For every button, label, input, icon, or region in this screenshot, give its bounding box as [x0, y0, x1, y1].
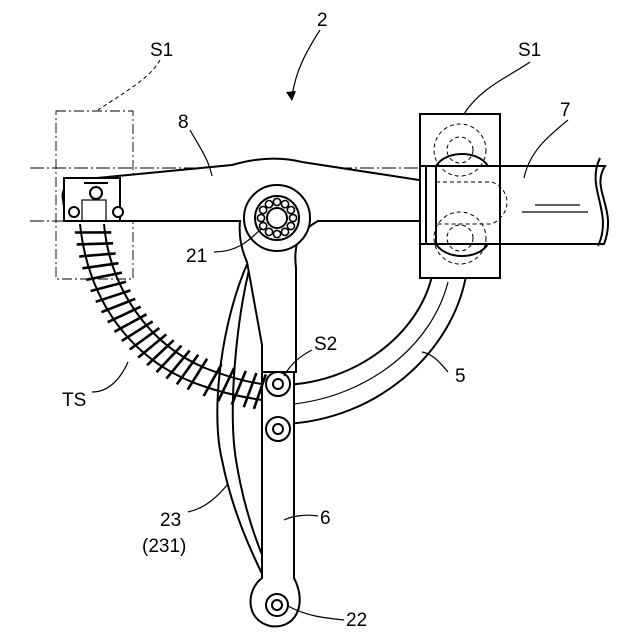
- bearing-ball: [273, 230, 280, 237]
- label-sensor-right: S1: [518, 40, 541, 61]
- leader-assembly-arrow: [286, 91, 296, 101]
- spring-coil: [138, 334, 166, 357]
- leader-curved-spring: [188, 484, 228, 512]
- pivot-hub: [244, 185, 310, 251]
- label-shaft: 7: [560, 100, 571, 121]
- label-curved-spring: 23: [160, 510, 181, 531]
- bearing-ball: [281, 201, 288, 208]
- leader-arc-member: [422, 352, 448, 372]
- sensor-s2-joint: [266, 372, 290, 396]
- spring-coil: [147, 340, 174, 365]
- bracket-pin-right: [113, 207, 123, 217]
- bearing-ball: [260, 206, 267, 213]
- spring-coil: [130, 328, 160, 349]
- leader-sensor-left: [98, 60, 160, 110]
- spring-coil: [244, 373, 257, 407]
- label-assembly: 2: [317, 10, 328, 31]
- bearing-ball: [289, 214, 296, 221]
- bearing-ball: [265, 201, 272, 208]
- bracket-pin-left: [69, 207, 79, 217]
- label-lower-pivot: 22: [346, 610, 367, 631]
- leader-torsion-spring: [92, 362, 128, 392]
- bearing-ball: [260, 222, 267, 229]
- leader-sensor-right: [464, 62, 530, 114]
- bearing-ball: [287, 222, 294, 229]
- spring-coil: [157, 346, 182, 373]
- label-second-sensor: S2: [314, 334, 337, 355]
- bearing-ball: [257, 214, 264, 221]
- label-curved-spring-sub: (231): [142, 536, 186, 557]
- label-bearing: 21: [186, 246, 207, 267]
- arc-link-joint: [266, 417, 290, 441]
- label-sensor-left: S1: [150, 40, 173, 61]
- bearing-ball: [273, 198, 280, 205]
- label-torsion-spring: TS: [62, 390, 86, 411]
- bracket-top-roller: [90, 187, 102, 199]
- spring-coil: [77, 243, 113, 244]
- bearing-ball: [287, 206, 294, 213]
- label-arm: 8: [178, 112, 189, 133]
- bearing-ball: [281, 228, 288, 235]
- label-arc-member: 5: [455, 366, 466, 387]
- label-link-bar: 6: [320, 508, 331, 529]
- torsion-spring-coils: [75, 232, 266, 409]
- bearing-ball: [265, 228, 272, 235]
- leader-assembly: [292, 30, 320, 96]
